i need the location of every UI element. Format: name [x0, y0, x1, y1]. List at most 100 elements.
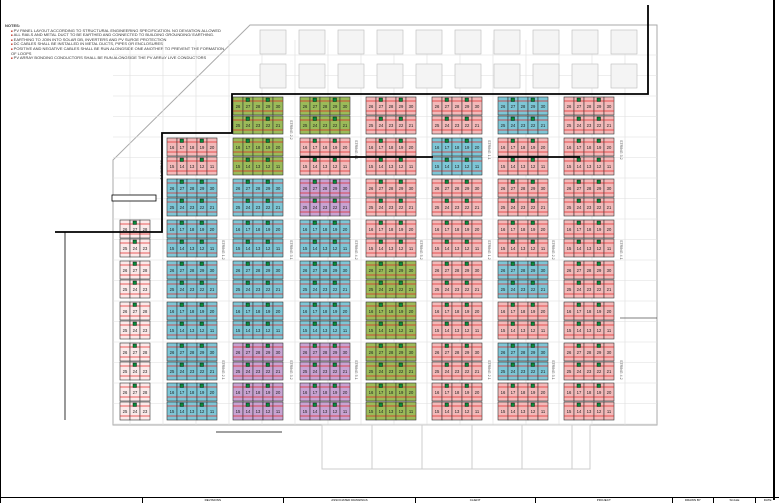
panel-number: 27: [445, 350, 450, 355]
panel-number: 19: [597, 145, 602, 150]
optimizer-icon: [444, 402, 449, 407]
pv-panel: [206, 238, 218, 258]
pv-panel: [339, 115, 351, 135]
panel-number: 11: [541, 164, 546, 169]
optimizer-icon: [245, 261, 250, 266]
optimizer-icon: [378, 383, 383, 388]
panel-number: 18: [256, 390, 261, 395]
pv-panel: [471, 320, 483, 340]
panel-number: 25: [501, 123, 506, 128]
pv-panel: [405, 401, 417, 421]
panel-number: 19: [465, 145, 470, 150]
annex-outline: [321, 424, 591, 470]
panel-number: 12: [531, 328, 536, 333]
panel-number: 19: [333, 227, 338, 232]
string-label: STRING 2.2: [551, 240, 555, 260]
panel-number: 17: [313, 227, 318, 232]
panel-number: 30: [541, 186, 546, 191]
panel-number: 11: [210, 328, 215, 333]
panel-number: 20: [210, 145, 215, 150]
panel-number: 18: [521, 390, 526, 395]
pv-panel: [339, 178, 351, 198]
panel-number: 26: [501, 104, 506, 109]
optimizer-icon: [444, 179, 449, 184]
panel-number: 23: [521, 205, 526, 210]
panel-number: 19: [531, 145, 536, 150]
panel-number: 29: [531, 350, 536, 355]
optimizer-icon: [179, 198, 184, 203]
roof-vent: [532, 63, 560, 89]
pv-panel: [537, 238, 549, 258]
panel-number: 27: [379, 268, 384, 273]
panel-number: 16: [501, 390, 506, 395]
panel-number: 18: [389, 390, 394, 395]
optimizer-icon: [245, 138, 250, 143]
optimizer-icon: [530, 220, 535, 225]
title-block-revisions: REVISIONS: [141, 498, 284, 503]
panel-number: 17: [246, 227, 251, 232]
panel-number: 27: [379, 186, 384, 191]
panel-number: 29: [333, 186, 338, 191]
pv-panel: [339, 401, 351, 421]
optimizer-icon: [245, 97, 250, 102]
pv-panel: [537, 342, 549, 362]
panel-number: 17: [511, 390, 516, 395]
panel-number: 20: [475, 227, 480, 232]
panel-number: 15: [170, 246, 175, 251]
optimizer-icon: [530, 343, 535, 348]
optimizer-icon: [444, 302, 449, 307]
panel-number: 11: [343, 246, 348, 251]
panel-number: 14: [379, 328, 384, 333]
pv-panel: [272, 361, 284, 381]
panel-number: 23: [256, 287, 261, 292]
panel-number: 18: [455, 309, 460, 314]
optimizer-icon: [464, 280, 469, 285]
optimizer-icon: [378, 402, 383, 407]
pv-panel: [405, 320, 417, 340]
panel-number: 22: [266, 123, 271, 128]
panel-number: 16: [501, 227, 506, 232]
optimizer-icon: [576, 343, 581, 348]
optimizer-icon: [510, 362, 515, 367]
optimizer-icon: [312, 383, 317, 388]
panel-number: 25: [236, 287, 241, 292]
panel-number: 19: [399, 145, 404, 150]
panel-number: 25: [123, 409, 128, 414]
panel-number: 27: [133, 268, 138, 273]
pv-panel: [139, 279, 151, 299]
panel-number: 29: [266, 350, 271, 355]
panel-number: 12: [399, 409, 404, 414]
roof-vent: [610, 29, 638, 55]
panel-number: 25: [501, 287, 506, 292]
optimizer-icon: [312, 402, 317, 407]
optimizer-icon: [464, 302, 469, 307]
optimizer-icon: [179, 343, 184, 348]
panel-number: 13: [389, 409, 394, 414]
optimizer-icon: [530, 179, 535, 184]
optimizer-icon: [398, 362, 403, 367]
panel-number: 16: [435, 227, 440, 232]
panel-number: 30: [409, 268, 414, 273]
panel-number: 17: [180, 390, 185, 395]
panel-number: 20: [210, 309, 215, 314]
panel-number: 23: [389, 205, 394, 210]
panel-number: 15: [501, 328, 506, 333]
panel-number: 25: [501, 369, 506, 374]
panel-number: 12: [531, 164, 536, 169]
panel-number: 29: [531, 104, 536, 109]
pv-panel: [272, 96, 284, 116]
panel-number: 13: [587, 164, 592, 169]
optimizer-icon: [444, 239, 449, 244]
panel-number: 27: [577, 350, 582, 355]
optimizer-icon: [245, 179, 250, 184]
optimizer-icon: [378, 157, 383, 162]
panel-number: 13: [521, 409, 526, 414]
optimizer-icon: [312, 97, 317, 102]
pv-panel: [405, 342, 417, 362]
panel-number: 15: [303, 246, 308, 251]
panel-number: 15: [369, 164, 374, 169]
panel-number: 21: [607, 287, 612, 292]
panel-number: 12: [200, 164, 205, 169]
